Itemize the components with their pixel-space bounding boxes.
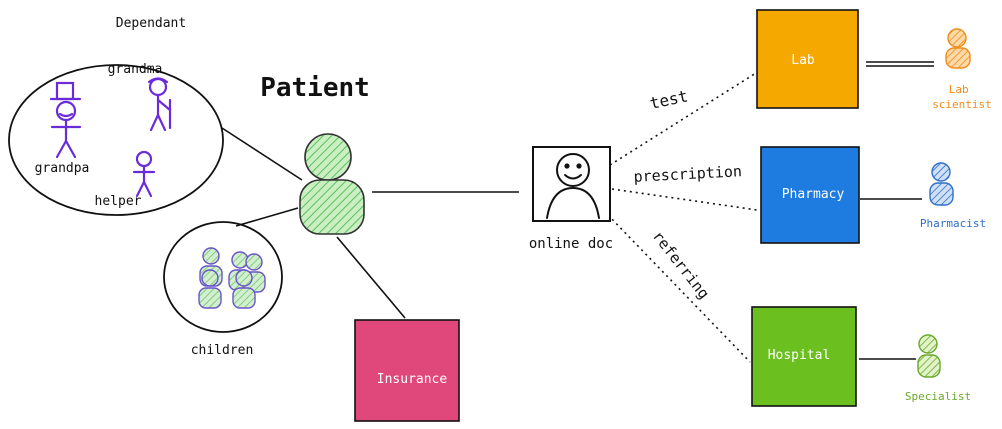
patient-title: Patient bbox=[260, 73, 370, 103]
helper-figure-icon bbox=[132, 150, 156, 198]
grandpa-label: grandpa bbox=[35, 161, 90, 176]
pharmacy-box: Pharmacy bbox=[760, 146, 860, 244]
person-icon bbox=[917, 334, 941, 378]
lab-label: Lab bbox=[791, 53, 815, 68]
connectors bbox=[221, 61, 934, 360]
patient-node: Patient bbox=[260, 73, 370, 235]
pharmacist-label: Pharmacist bbox=[920, 217, 986, 230]
doctor-frame bbox=[532, 146, 611, 222]
children-ellipse bbox=[163, 221, 283, 333]
insurance-label: Insurance bbox=[377, 372, 448, 387]
specialist-label: Specialist bbox=[905, 390, 971, 403]
dependant-to-patient-line bbox=[221, 127, 303, 181]
lab-scientist-label: Lab scientist bbox=[932, 83, 992, 111]
dependant-label: Dependant bbox=[116, 16, 186, 31]
children-label: children bbox=[191, 343, 254, 358]
edge-label-prescription: prescription bbox=[633, 162, 742, 186]
grandma-label: grandma bbox=[108, 62, 163, 77]
person-icon bbox=[299, 133, 365, 235]
edge-label-test: test bbox=[648, 86, 690, 113]
dependant-ellipse bbox=[8, 64, 224, 216]
doctor-node: online doc bbox=[529, 146, 613, 252]
doctor-to-pharmacy-dotted bbox=[611, 188, 758, 211]
insurance-box: Insurance bbox=[354, 319, 460, 422]
pharmacy-label: Pharmacy bbox=[782, 187, 845, 202]
lab-scientist: Lab scientist bbox=[932, 28, 992, 111]
doctor-label: online doc bbox=[529, 236, 613, 252]
edge-label-referring: referring bbox=[649, 227, 713, 302]
patient-to-insurance-line bbox=[336, 236, 406, 319]
pharmacist: Pharmacist bbox=[920, 162, 986, 230]
children-group: children bbox=[163, 221, 283, 358]
person-icon bbox=[945, 28, 971, 69]
lab-box: Lab bbox=[756, 9, 859, 109]
children-to-patient-line bbox=[235, 207, 299, 227]
hospital-box: Hospital bbox=[751, 306, 857, 407]
hospital-label: Hospital bbox=[768, 348, 831, 363]
helper-label: helper bbox=[95, 194, 142, 209]
doctor-to-hospital-dotted bbox=[607, 214, 751, 363]
dependant-group: Dependant grandma grandpa helper bbox=[8, 16, 224, 216]
grandpa-figure-icon bbox=[49, 81, 82, 159]
smiley-face-icon bbox=[546, 153, 600, 219]
grandma-figure-icon bbox=[147, 77, 172, 132]
specialist: Specialist bbox=[905, 334, 971, 403]
children-figures-icon bbox=[198, 247, 266, 309]
person-icon bbox=[929, 162, 954, 206]
dotted-edges bbox=[607, 72, 758, 363]
